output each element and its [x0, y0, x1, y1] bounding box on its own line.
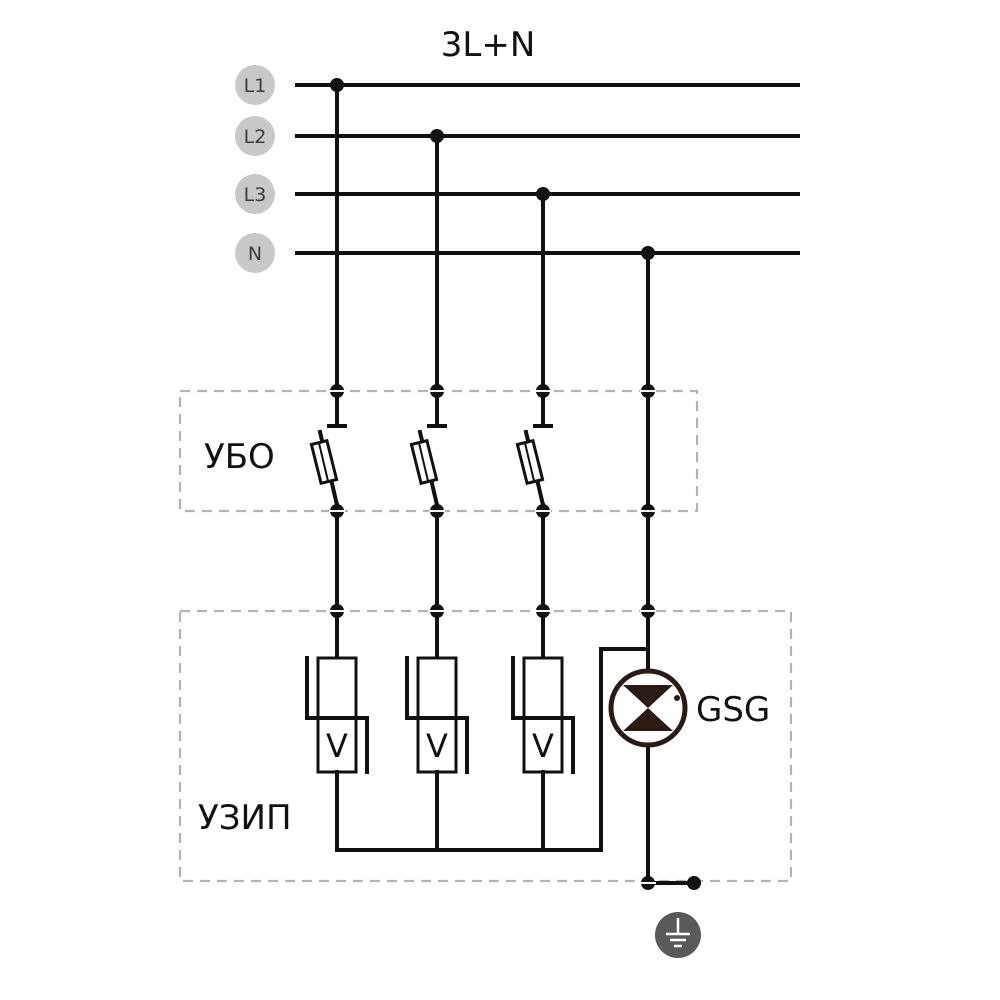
line-label-l2: L2 — [244, 126, 267, 148]
varistor-l3: V — [511, 656, 575, 774]
branch-n — [640, 246, 656, 885]
line-badge-l3: L3 — [235, 174, 275, 214]
uzip-label: УЗИП — [198, 798, 292, 838]
line-label-n: N — [248, 243, 262, 265]
line-badge-l1: L1 — [235, 65, 275, 105]
line-label-l1: L1 — [244, 75, 267, 97]
branch-l1: V — [305, 78, 369, 852]
gas-discharge-tube-icon — [608, 668, 688, 748]
line-badge-n: N — [235, 233, 275, 273]
ground-icon — [655, 912, 701, 958]
varistor-label-l2: V — [426, 727, 448, 765]
ubo-label: УБО — [204, 437, 275, 477]
fuse-l2 — [409, 429, 440, 508]
uzip-box — [178, 609, 793, 883]
line-label-l3: L3 — [244, 184, 267, 206]
fuse-l3 — [515, 429, 546, 508]
branch-l2: V — [405, 129, 469, 852]
fuse-l1 — [309, 429, 340, 508]
varistor-label-l3: V — [532, 727, 554, 765]
gsg-label: GSG — [696, 690, 770, 730]
earth-terminal — [640, 876, 701, 890]
varistor-label-l1: V — [326, 727, 348, 765]
branch-l3: V — [511, 187, 575, 852]
varistor-l2: V — [405, 656, 469, 774]
line-badge-l2: L2 — [235, 116, 275, 156]
varistor-l1: V — [305, 656, 369, 774]
diagram-title: 3L+N — [441, 25, 536, 65]
